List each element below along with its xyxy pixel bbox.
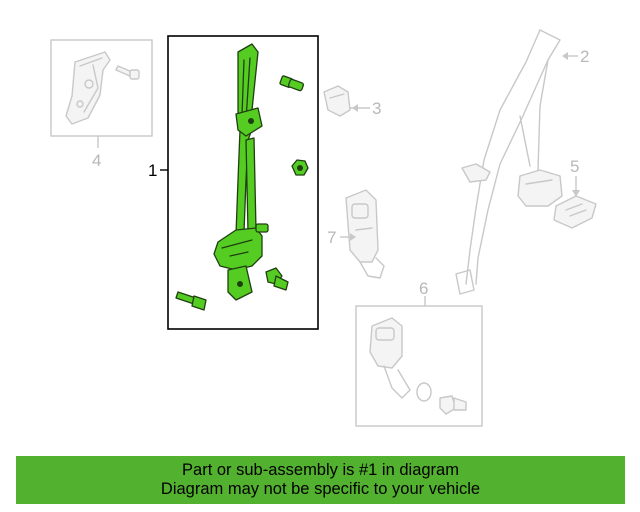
callout-1: 1 xyxy=(148,161,157,180)
part-1-bolt-lower-left xyxy=(175,291,207,311)
parts-diagram: 4 xyxy=(50,29,597,427)
part-4-bracket-group[interactable] xyxy=(50,39,153,148)
callout-2: 2 xyxy=(580,47,589,66)
part-3-clip[interactable] xyxy=(323,85,370,117)
callout-6: 6 xyxy=(419,279,428,298)
part-1-nut xyxy=(291,159,309,176)
part-7-buckle[interactable] xyxy=(340,189,385,279)
callout-4: 4 xyxy=(92,151,101,170)
part-2-seat-belt[interactable] xyxy=(455,29,578,295)
banner-line-2: Diagram may not be specific to your vehi… xyxy=(160,480,481,498)
part-1-seat-belt-assembly[interactable] xyxy=(160,35,319,330)
callout-3: 3 xyxy=(372,99,381,118)
part-5-plate[interactable] xyxy=(553,176,597,229)
callout-7: 7 xyxy=(327,228,336,247)
info-banner: Part or sub-assembly is #1 in diagram Di… xyxy=(16,456,625,504)
part-1-bolt-upper xyxy=(279,75,305,92)
part-6-buckle-kit[interactable] xyxy=(355,296,483,427)
callout-5: 5 xyxy=(570,157,579,176)
banner-line-1: Part or sub-assembly is #1 in diagram xyxy=(182,461,459,479)
part-1-bolt-lower-right xyxy=(265,267,289,291)
